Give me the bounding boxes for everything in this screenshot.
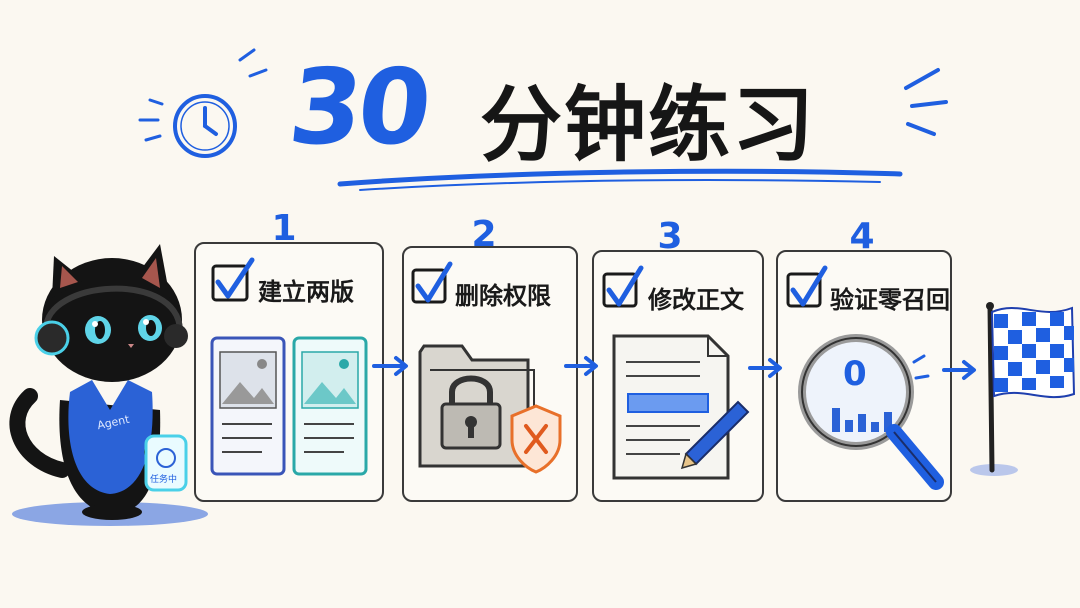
step-1-label: 建立两版 bbox=[258, 278, 354, 306]
magnifier-value: 0 bbox=[843, 354, 867, 394]
step-2-label: 删除权限 bbox=[455, 282, 551, 310]
arrow-icon bbox=[942, 360, 976, 380]
title-text: 分钟练习 bbox=[480, 78, 817, 173]
title-block: 30 分钟练习 bbox=[270, 40, 910, 173]
arrow-icon bbox=[748, 358, 782, 378]
arrow-icon bbox=[564, 356, 598, 376]
badge-label: 任务中 bbox=[150, 475, 178, 485]
step-4-label: 验证零召回 bbox=[830, 286, 950, 314]
step-3-label: 修改正文 bbox=[648, 286, 744, 314]
arrow-icon bbox=[372, 356, 408, 376]
